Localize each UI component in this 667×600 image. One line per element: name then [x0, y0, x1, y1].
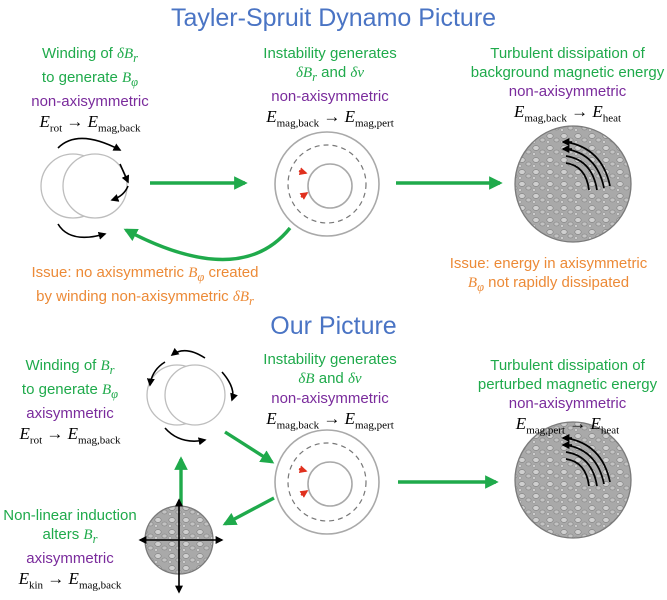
- bottom-winding-circles: [146, 347, 238, 446]
- top-turbulent-label: Turbulent dissipation of background magn…: [470, 45, 665, 125]
- top-winding-label: Winding of δBr to generate Bφ non-axisym…: [31, 45, 149, 135]
- bottom-instability-label: Instability generates δB and δv non-axis…: [263, 351, 397, 432]
- bottom-winding-label: Winding of Br to generate Bφ axisymmetri…: [19, 357, 121, 447]
- bottom-turbulent-sphere: [514, 421, 632, 539]
- bottom-instability-rings: [274, 429, 380, 535]
- top-instability-label: Instability generates δBr and δv non-axi…: [263, 45, 397, 130]
- top-title: Tayler-Spruit Dynamo Picture: [170, 4, 497, 32]
- bottom-arrow-winding-to-instability: [224, 430, 275, 464]
- top-issue-right: Issue: energy in axisymmetric Bφ not rap…: [449, 255, 648, 294]
- bottom-turbulent-label: Turbulent dissipation of perturbed magne…: [477, 357, 658, 437]
- top-turbulent-sphere: [514, 125, 632, 243]
- bottom-induction-label: Non-linear induction alters Br axisymmet…: [3, 507, 137, 592]
- bottom-induction-sphere: [138, 498, 224, 594]
- top-winding-circles: [40, 137, 130, 240]
- top-issue-left: Issue: no axisymmetric Bφ created by win…: [31, 264, 259, 308]
- bottom-title: Our Picture: [270, 312, 397, 340]
- top-arrow-feedback: [123, 226, 292, 262]
- bottom-arrow-instability-to-induction: [222, 496, 275, 526]
- top-instability-rings: [274, 131, 380, 237]
